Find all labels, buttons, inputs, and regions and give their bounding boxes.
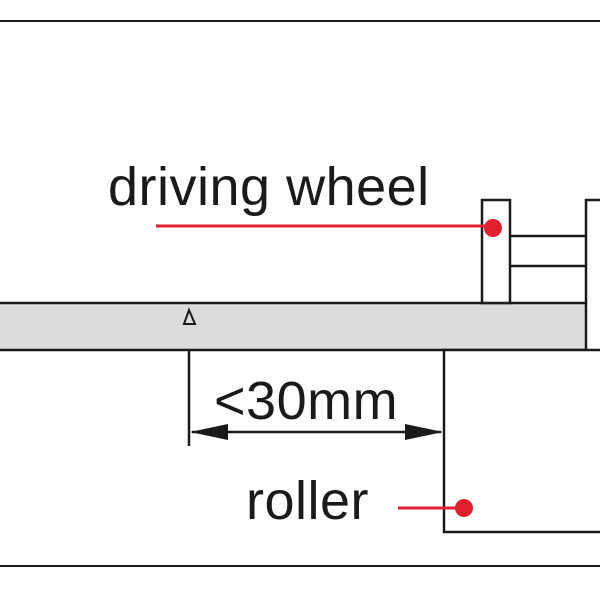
roller-callout-dot (455, 499, 473, 517)
dimension-label: <30mm (214, 371, 399, 431)
reference-triangle-marker (182, 307, 197, 325)
driving-wheel-body (480, 198, 512, 305)
dimension-arrowhead-left (190, 424, 228, 440)
roller-label: roller (246, 471, 370, 531)
driving-wheel-label: driving wheel (108, 157, 430, 217)
dimension-arrowhead-right (405, 424, 443, 440)
belt-band (0, 301, 590, 352)
driving-wheel-callout-dot (484, 219, 502, 237)
